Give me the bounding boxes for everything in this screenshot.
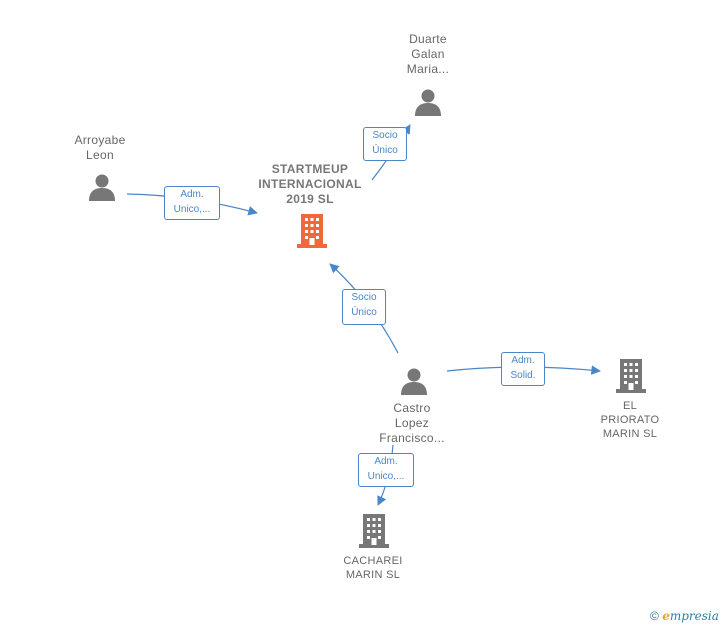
node-label: EL PRIORATO MARIN SL <box>600 400 660 440</box>
edge-label-castro-startmeup[interactable]: Socio Único <box>342 289 386 325</box>
node-castro[interactable]: Castro Lopez Francisco... <box>364 364 460 448</box>
node-label: Duarte Galan Maria... <box>406 32 450 76</box>
node-cacharei[interactable]: CACHAREI MARIN SL <box>328 514 418 586</box>
node-arroyabe[interactable]: Arroyabe Leon <box>52 133 148 205</box>
node-label: Arroyabe Leon <box>74 133 126 162</box>
copyright-icon: © <box>650 609 659 623</box>
building-icon <box>359 514 389 548</box>
node-startmeup[interactable]: STARTMEUP INTERNACIONAL 2019 SL <box>248 162 372 252</box>
edge-label-castro-priorato[interactable]: Adm. Solid. <box>501 352 545 386</box>
edge-label-arroyabe-startmeup[interactable]: Adm. Unico,... <box>164 186 220 220</box>
footer-brand[interactable]: © empresia <box>650 609 719 623</box>
edge-label-duarte-startmeup[interactable]: Socio Único <box>363 127 407 161</box>
building-icon <box>616 359 646 393</box>
person-icon <box>415 89 441 116</box>
edge-label-castro-cacharei[interactable]: Adm. Unico,... <box>358 453 414 487</box>
person-icon <box>401 368 427 395</box>
brand-rest: mpresia <box>669 609 719 623</box>
node-label: CACHAREI MARIN SL <box>343 555 403 581</box>
node-label: STARTMEUP INTERNACIONAL 2019 SL <box>258 162 362 206</box>
node-label: Castro Lopez Francisco... <box>379 401 445 445</box>
node-duarte[interactable]: Duarte Galan Maria... <box>380 32 476 124</box>
brand-initial: e <box>662 609 670 623</box>
node-priorato[interactable]: EL PRIORATO MARIN SL <box>584 359 676 445</box>
building-icon <box>297 214 327 248</box>
empresia-logo: empresia <box>662 609 719 623</box>
person-icon <box>89 174 115 201</box>
